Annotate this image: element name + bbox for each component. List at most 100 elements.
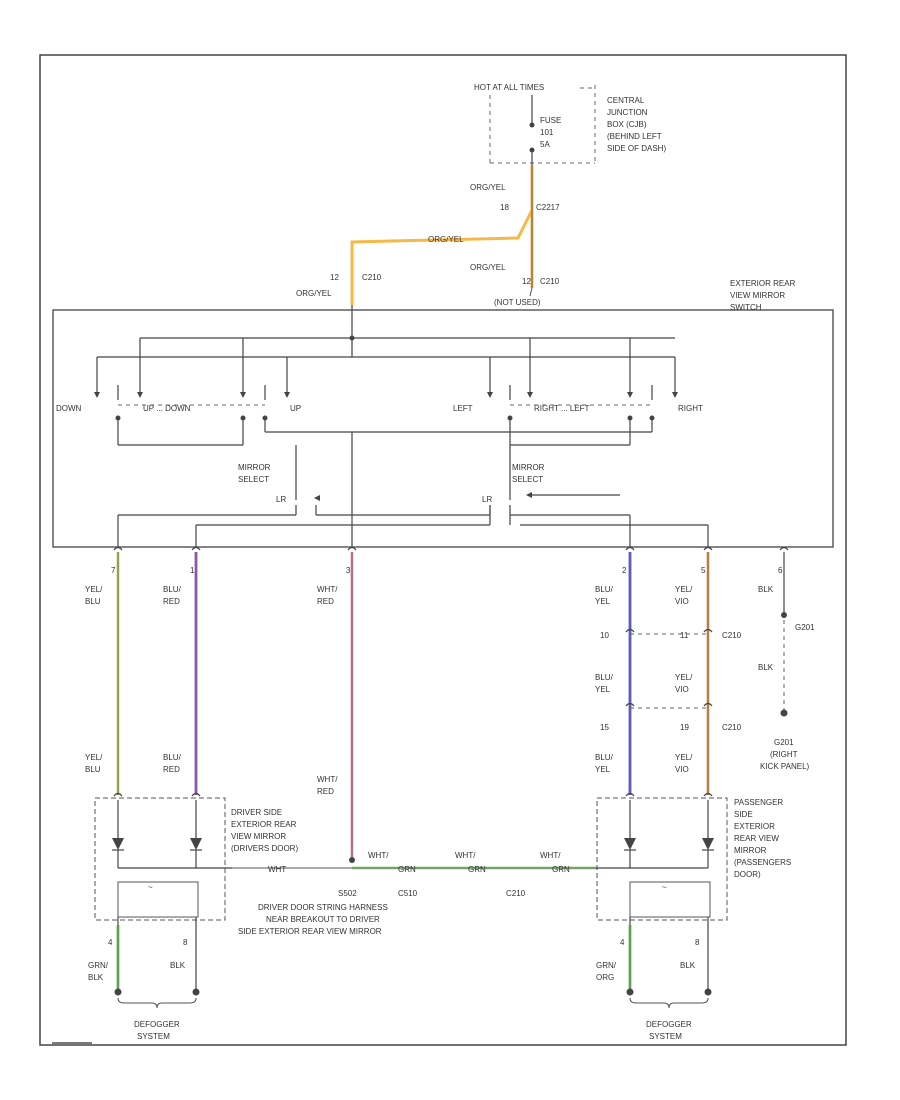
label-up: UP — [290, 404, 301, 413]
wire-label-wht-grn-3a: WHT/ — [540, 851, 561, 860]
svg-text:~: ~ — [148, 883, 153, 892]
pin-1: 1 — [190, 566, 195, 575]
pin-7: 7 — [111, 566, 116, 575]
wire-label-blu-yel-low-1: BLU/ — [595, 753, 614, 762]
c210-right2: C210 — [722, 723, 742, 732]
c210-label-right: C210 — [540, 277, 560, 286]
wire-label-blu-red-low-2: RED — [163, 765, 180, 774]
c210-label-left: C210 — [362, 273, 382, 282]
pin-8-right: 8 — [695, 938, 700, 947]
switch-title-2: VIEW MIRROR — [730, 291, 785, 300]
switch-title-3: SWITCH — [730, 303, 762, 312]
wire-label-wht-grn-1a: WHT/ — [368, 851, 389, 860]
wire-label-wht-grn-1b: GRN — [398, 865, 416, 874]
pin-10: 10 — [600, 631, 609, 640]
driver-mirror-desc-1: DRIVER SIDE — [231, 808, 282, 817]
cjb-line-4: (BEHIND LEFT — [607, 132, 662, 141]
g201-label: G201 — [795, 623, 815, 632]
cjb-line-3: BOX (CJB) — [607, 120, 647, 129]
pin-19: 19 — [680, 723, 689, 732]
wire-label-yel-vio-low-1: YEL/ — [675, 753, 693, 762]
passenger-mirror-desc-6: (PASSENGERS — [734, 858, 791, 867]
wire-label-blk-l: BLK — [170, 961, 186, 970]
wire-label-blu-red-1: BLU/ — [163, 585, 182, 594]
c2217-pin: 18 — [500, 203, 509, 212]
lr-left: LR — [276, 495, 286, 504]
wire-label-blu-yel-mid-1: BLU/ — [595, 673, 614, 682]
harness-note-1: DRIVER DOOR STRING HARNESS — [258, 903, 388, 912]
label-left: LEFT — [453, 404, 473, 413]
mirror-select-left-2: SELECT — [238, 475, 269, 484]
label-down: DOWN — [56, 404, 82, 413]
wire-label-grn-blk-2: BLK — [88, 973, 104, 982]
wire-label-blu-yel-low-2: YEL — [595, 765, 611, 774]
label-right: RIGHT — [678, 404, 703, 413]
pin-4-left: 4 — [108, 938, 113, 947]
wire-label-wht-grn-3b: GRN — [552, 865, 570, 874]
driver-mirror-desc-4: (DRIVERS DOOR) — [231, 844, 298, 853]
c210-pin-right: 12 — [522, 277, 531, 286]
wire-label-grn-org-1: GRN/ — [596, 961, 617, 970]
wire-label-wht-red-low-2: RED — [317, 787, 334, 796]
wire-label-blk-r: BLK — [680, 961, 696, 970]
label-right-left: RIGHT ... LEFT — [534, 404, 590, 413]
wire-label-yel-blu-low-2: BLU — [85, 765, 101, 774]
passenger-mirror-desc-3: EXTERIOR — [734, 822, 775, 831]
wire-label-wht-red-1: WHT/ — [317, 585, 338, 594]
wire-label-wht-grn-2b: GRN — [468, 865, 486, 874]
fuse-amps: 5A — [540, 140, 550, 149]
wire-label-yel-vio-mid-2: VIO — [675, 685, 689, 694]
driver-mirror-desc-2: EXTERIOR REAR — [231, 820, 297, 829]
g201-desc-2: (RIGHT — [770, 750, 798, 759]
wire-label-org-yel-3: ORG/YEL — [470, 263, 506, 272]
cjb-line-2: JUNCTION — [607, 108, 648, 117]
wire-org-yel-cross — [350, 209, 534, 305]
pin-15: 15 — [600, 723, 609, 732]
wire-label-org-yel-1: ORG/YEL — [470, 183, 506, 192]
pin-8-left: 8 — [183, 938, 188, 947]
defogger-right-1: DEFOGGER — [646, 1020, 692, 1029]
wire-label-blu-red-2: RED — [163, 597, 180, 606]
label-up-down: UP ... DOWN — [143, 404, 191, 413]
wire-label-yel-blu-1: YEL/ — [85, 585, 103, 594]
g201-desc-3: KICK PANEL) — [760, 762, 810, 771]
pin-11: 11 — [680, 631, 689, 640]
wire-label-blk-2: BLK — [758, 663, 774, 672]
driver-mirror: ~ DRIVER SIDE EXTERIOR REAR VIEW MIRROR … — [94, 792, 298, 925]
wire-label-yel-vio-low-2: VIO — [675, 765, 689, 774]
wire-label-grn-org-2: ORG — [596, 973, 614, 982]
passenger-mirror-desc-1: PASSENGER — [734, 798, 783, 807]
wire-label-org-yel-2: ORG/YEL — [428, 235, 464, 244]
power-source: HOT AT ALL TIMES FUSE 101 5A CENTRAL JUN… — [474, 83, 666, 165]
wire-label-grn-blk-1: GRN/ — [88, 961, 109, 970]
c510-label: C510 — [398, 889, 418, 898]
wire-label-yel-vio-1: YEL/ — [675, 585, 693, 594]
pin-4-right: 4 — [620, 938, 625, 947]
wire-label-wht: WHT — [268, 865, 286, 874]
wire-label-wht-red-low-1: WHT/ — [317, 775, 338, 784]
wire-label-blu-red-low-1: BLU/ — [163, 753, 182, 762]
common-wire: WHT WHT/ GRN WHT/ GRN WHT/ GRN S502 C510… — [232, 851, 596, 936]
driver-mirror-box — [94, 797, 226, 921]
fuse-label: FUSE — [540, 116, 561, 125]
defogger-left: 4 8 GRN/ BLK BLK DEFOGGER SYSTEM — [88, 925, 200, 1041]
c210-pin-left: 12 — [330, 273, 339, 282]
wire-label-yel-blu-low-1: YEL/ — [85, 753, 103, 762]
wire-label-wht-grn-2a: WHT/ — [455, 851, 476, 860]
mirror-select-right-1: MIRROR — [512, 463, 545, 472]
wire-label-org-yel-4: ORG/YEL — [296, 289, 332, 298]
passenger-mirror-desc-7: DOOR) — [734, 870, 761, 879]
mirror-switch: EXTERIOR REAR VIEW MIRROR SWITCH DOWN UP… — [52, 279, 834, 548]
passenger-mirror-box — [596, 797, 728, 921]
wire-label-yel-vio-2: VIO — [675, 597, 689, 606]
pin-3: 3 — [346, 566, 351, 575]
passenger-mirror-desc-2: SIDE — [734, 810, 753, 819]
wire-label-blk: BLK — [758, 585, 774, 594]
wire-label-yel-vio-mid-1: YEL/ — [675, 673, 693, 682]
diagram-frame — [39, 54, 847, 1046]
harness-note-3: SIDE EXTERIOR REAR VIEW MIRROR — [238, 927, 382, 936]
c210-mid: C210 — [722, 631, 742, 640]
switch-title-1: EXTERIOR REAR — [730, 279, 796, 288]
driver-mirror-desc-3: VIEW MIRROR — [231, 832, 286, 841]
